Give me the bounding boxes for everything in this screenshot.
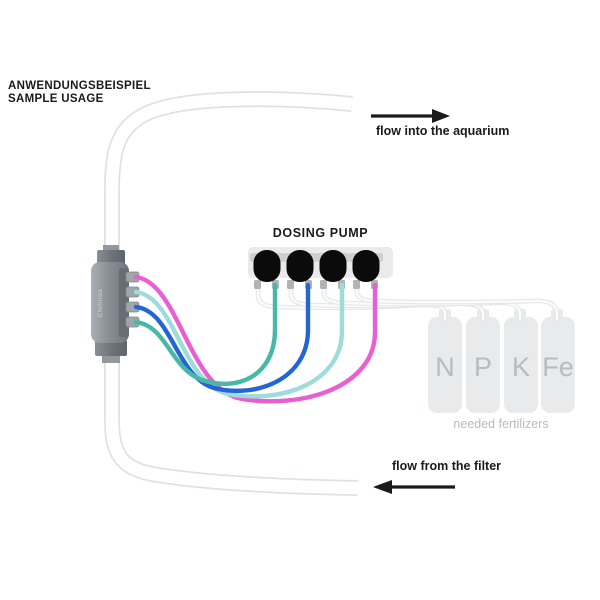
bottle-label-p: P bbox=[473, 352, 492, 382]
device-bottom-nut bbox=[95, 340, 127, 356]
device-bottom-collar bbox=[102, 354, 120, 363]
device-top-collar bbox=[103, 245, 119, 254]
title-line-en: SAMPLE USAGE bbox=[8, 92, 104, 105]
pump-head-3 bbox=[316, 250, 350, 289]
pump-port-left bbox=[320, 280, 327, 289]
tube-teal bbox=[133, 282, 278, 386]
fertilizer-bottle-fe bbox=[541, 309, 575, 413]
needed-fertilizers-label: needed fertilizers bbox=[453, 417, 549, 431]
main-hose-core bbox=[105, 92, 359, 495]
flow-into-aquarium-label: flow into the aquarium bbox=[376, 124, 510, 138]
suction-tube-4 bbox=[354, 280, 560, 322]
tube-blue bbox=[133, 282, 311, 394]
bottle-label-fe: Fe bbox=[542, 352, 574, 382]
bottle-body bbox=[428, 317, 462, 413]
suction-tubes bbox=[255, 280, 560, 322]
pump-port-left bbox=[353, 280, 360, 289]
dosing-pump-label: DOSING PUMP bbox=[272, 226, 369, 240]
pump-head-2 bbox=[283, 250, 317, 289]
bottle-body bbox=[504, 317, 538, 413]
pump-head-1 bbox=[250, 250, 284, 289]
pump-head-4 bbox=[349, 250, 383, 289]
main-hose bbox=[104, 91, 359, 496]
pump-port-left bbox=[254, 280, 261, 289]
arrow-right-icon bbox=[371, 109, 450, 123]
pump-head-cover bbox=[319, 250, 347, 282]
bottle-label-n: N bbox=[435, 352, 455, 382]
bottle-label-k: K bbox=[511, 352, 530, 382]
pump-head-cover bbox=[286, 250, 314, 282]
title-line-de: ANWENDUNGSBEISPIEL bbox=[8, 80, 151, 92]
main-hose-outline bbox=[104, 91, 359, 496]
arrow-left-icon bbox=[373, 480, 455, 494]
flow-from-filter-label: flow from the filter bbox=[392, 459, 502, 473]
bottle-body bbox=[541, 317, 575, 413]
device-brand-label: Chihiros bbox=[97, 288, 104, 318]
dosing-tubes bbox=[133, 274, 378, 404]
bottle-body bbox=[466, 317, 500, 413]
diagram-title: ANWENDUNGSBEISPIEL SAMPLE USAGE bbox=[8, 80, 151, 105]
fertilizer-bottles bbox=[428, 309, 575, 413]
tube-cyan bbox=[133, 282, 345, 399]
pump-head-cover bbox=[253, 250, 281, 282]
dosing-pump bbox=[248, 247, 393, 289]
inline-manifold-device bbox=[91, 245, 140, 363]
tube-magenta bbox=[133, 274, 378, 404]
pump-head-cover bbox=[352, 250, 380, 282]
pump-port-left bbox=[287, 280, 294, 289]
